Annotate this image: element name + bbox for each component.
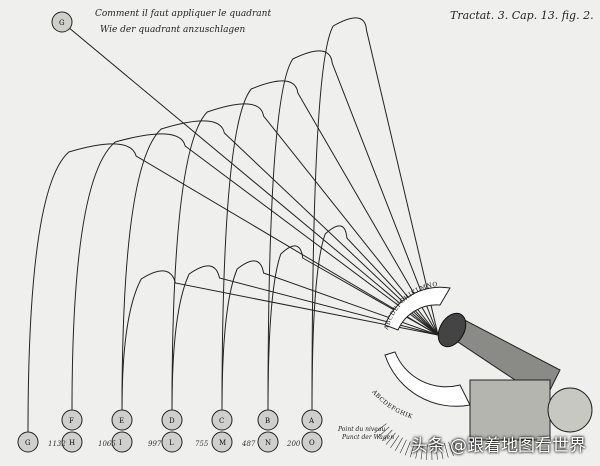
cannon-muzzle: [437, 312, 467, 348]
cannonball: [211, 409, 233, 431]
quadrant-tick: [435, 444, 438, 460]
target-note-german: Punct der Wagen: [342, 434, 395, 441]
ball-label: D: [169, 417, 175, 425]
cannonball: [17, 431, 39, 453]
quadrant-tick: [415, 443, 419, 459]
cannonball: [111, 409, 133, 431]
caption-german: Wie der quadrant anzuschlagen: [100, 25, 246, 35]
quadrant-tick: [439, 443, 444, 459]
distance-label: 1065: [98, 440, 116, 448]
quadrant-tick: [444, 443, 449, 458]
trajectory-line: [311, 17, 439, 411]
ball-label: I: [119, 439, 122, 447]
sight-line: [61, 21, 439, 336]
quadrant-tick: [377, 426, 390, 438]
quadrant-tick: [394, 437, 403, 451]
ball-label: E: [119, 417, 124, 425]
ball-label: M: [219, 439, 226, 447]
distance-label: 487: [242, 440, 256, 448]
ball-label: B: [265, 417, 270, 425]
cannonball: [51, 11, 73, 33]
quadrant-letters-upper-path: ABCDEFGHIKLMNO: [383, 281, 438, 332]
cannonball: [61, 409, 83, 431]
ball-label: H: [69, 439, 75, 447]
cannonball: [257, 431, 279, 453]
figure-reference: Tractat. 3. Cap. 13. fig. 2.: [450, 9, 594, 22]
trajectory-line: [71, 133, 439, 411]
ball-label: G: [59, 19, 65, 27]
quadrant-tick: [426, 444, 428, 460]
trajectory-line: [221, 260, 439, 411]
ball-label: C: [219, 417, 224, 425]
quadrant-tick: [399, 439, 407, 454]
cannonball: [111, 431, 133, 453]
cannonball: [161, 409, 183, 431]
quadrant-tick: [448, 441, 454, 457]
trajectory-line: [267, 50, 439, 411]
cannonball: [161, 431, 183, 453]
distance-label: 997: [148, 440, 162, 448]
quadrant-letters-upper: ABCDEFGHIKLMNO: [383, 281, 439, 332]
distance-label: 755: [195, 440, 209, 448]
quadrant-tick: [452, 440, 459, 454]
trajectory-line: [121, 270, 439, 411]
quadrant-tick: [420, 444, 424, 460]
trajectory-line: [267, 245, 439, 411]
caption-french: Comment il faut appliquer le quadrant: [95, 9, 272, 19]
trajectory-line: [311, 225, 439, 411]
trajectory-line: [27, 143, 439, 433]
quadrant-tick: [374, 423, 387, 433]
trajectory-line: [121, 120, 439, 411]
ball-label: F: [69, 417, 74, 425]
quadrant-tick: [390, 435, 400, 448]
ball-label: O: [309, 439, 315, 447]
ball-label: A: [308, 417, 315, 425]
cannon-carriage: [469, 379, 551, 441]
cannonball: [301, 431, 323, 453]
cannonball: [257, 409, 279, 431]
ball-label: N: [265, 439, 271, 447]
quadrant-tick: [410, 442, 415, 458]
cannonball: [301, 409, 323, 431]
cannonball: [211, 431, 233, 453]
quadrant-tick: [381, 429, 393, 442]
ball-label: G: [25, 439, 31, 447]
carriage-wheel: [547, 387, 593, 433]
distance-label: 1132: [48, 440, 66, 448]
target-note-french: Point du niveau: [338, 426, 386, 433]
distance-label: 200: [287, 440, 301, 448]
ball-label: L: [169, 439, 174, 447]
quadrant-upper: [384, 286, 451, 331]
trajectory-line: [171, 265, 439, 411]
watermark: 头条 @跟着地图看世界: [410, 436, 586, 456]
trajectory-line: [221, 80, 439, 411]
quadrant-tick: [404, 441, 411, 456]
quadrant-letters-lower: ABCDEFGHIK: [370, 388, 414, 420]
trajectory-line: [171, 103, 439, 411]
cannonball: [61, 431, 83, 453]
quadrant-letters-lower-path: ABCDEFGHIK: [370, 388, 413, 420]
quadrant-tick: [385, 432, 396, 445]
